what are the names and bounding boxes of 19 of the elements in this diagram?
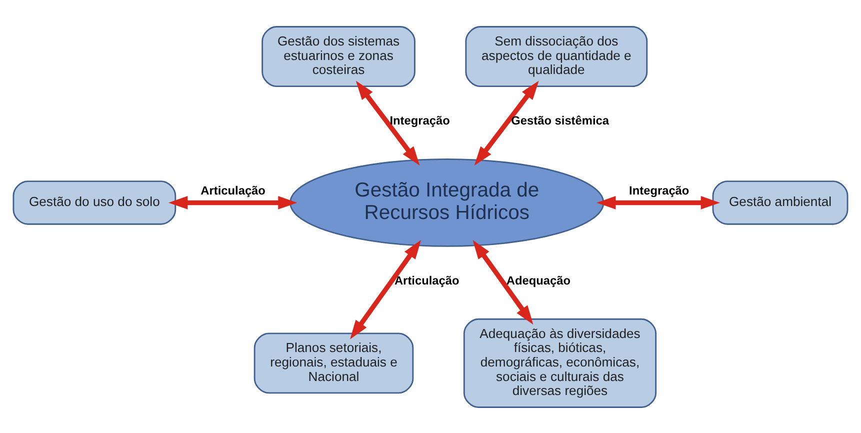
arrow [474,80,539,165]
edge-label: Adequação [506,273,570,288]
arrow [350,239,422,339]
node-box: Sem dissociação dos aspectos de quantidade e qualidade [465,26,648,86]
node-box: Adequação às diversidades físicas, bióticas, demográficas, econômicas, sociais e culturais das diversas regiões [463,318,657,408]
node-ellipse: Gestão Integrada de Recursos Hídricos [290,158,604,246]
node-box: Planos setoriais, regionais, estaduais e Nacional [254,332,414,394]
arrow [168,196,298,209]
edge-label: Integração [390,112,450,127]
node-box: Gestão ambiental [712,180,848,224]
edge-label: Integração [629,182,690,197]
edge-label: Articulação [394,273,460,288]
arrow [356,80,420,165]
node-box: Gestão dos sistemas estuarinos e zonas costeiras [262,26,416,86]
edge-label: Articulação [200,182,266,197]
node-box: Gestão do uso do solo [12,180,176,224]
edge-label: Gestão sistêmica [511,112,609,127]
arrow [596,196,720,209]
arrow [472,239,534,324]
